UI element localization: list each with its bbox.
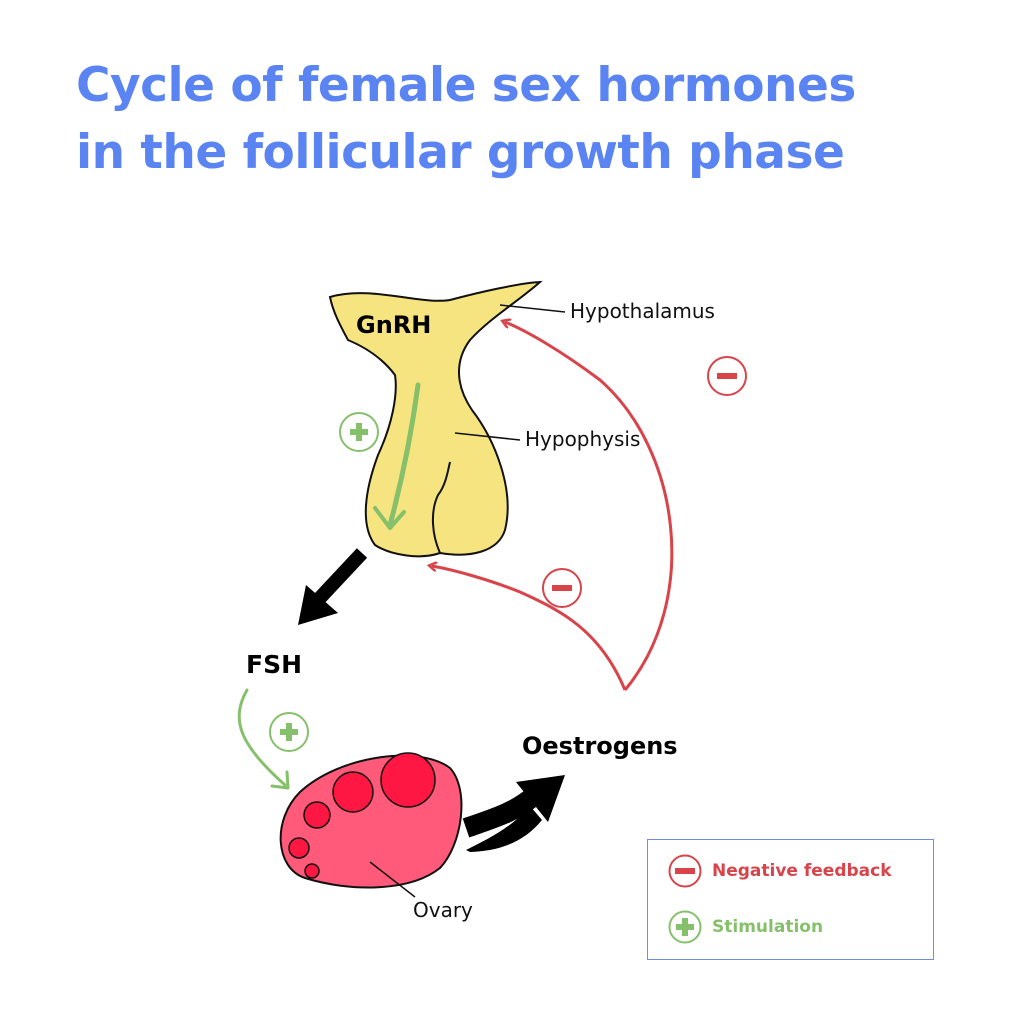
oestrogens-label: Oestrogens bbox=[522, 732, 678, 760]
gnrh-stimulation-arrowhead bbox=[373, 506, 406, 530]
gnrh-stimulation-arrow bbox=[387, 382, 421, 528]
legend-stimulation-label: Stimulation bbox=[712, 917, 824, 937]
ovary-label: Ovary bbox=[413, 898, 473, 922]
hypophysis-seam bbox=[432, 461, 451, 554]
negative-feedback-icon bbox=[707, 356, 747, 396]
fsh-label: FSH bbox=[246, 650, 302, 679]
ovary-pointer bbox=[369, 861, 416, 898]
stimulation-icon bbox=[339, 412, 379, 452]
hypophysis-label: Hypophysis bbox=[525, 427, 640, 451]
title-line-1: Cycle of female sex hormones bbox=[76, 58, 856, 113]
negative-feedback-to-hypothalamus bbox=[505, 322, 674, 691]
legend: Negative feedback Stimulation bbox=[647, 839, 934, 960]
oestrogen-release-arrow bbox=[462, 775, 565, 852]
stimulation-icon bbox=[269, 712, 309, 752]
title-line-2: in the follicular growth phase bbox=[76, 125, 845, 180]
hypophysis-pointer bbox=[454, 432, 521, 441]
legend-negative-label: Negative feedback bbox=[712, 861, 892, 881]
ovary bbox=[279, 752, 463, 889]
fsh-stimulation-arrowhead bbox=[270, 770, 290, 790]
plus-circle-icon bbox=[668, 910, 702, 944]
legend-item-stimulation: Stimulation bbox=[668, 910, 823, 944]
fsh-stimulation-arrow bbox=[237, 688, 287, 787]
page-title: Cycle of female sex hormones in the foll… bbox=[76, 52, 856, 186]
legend-item-negative: Negative feedback bbox=[668, 854, 892, 888]
minus-circle-icon bbox=[668, 854, 702, 888]
hypothalamus-label: Hypothalamus bbox=[570, 299, 715, 323]
negative-feedback-icon bbox=[542, 568, 582, 608]
negative-feedback-to-hypophysis bbox=[432, 566, 627, 691]
hypothalamus-pointer bbox=[499, 304, 566, 313]
gnrh-label: GnRH bbox=[356, 311, 431, 339]
fsh-release-arrow bbox=[298, 548, 368, 625]
hypothalamus-hypophysis-shape bbox=[328, 280, 543, 558]
